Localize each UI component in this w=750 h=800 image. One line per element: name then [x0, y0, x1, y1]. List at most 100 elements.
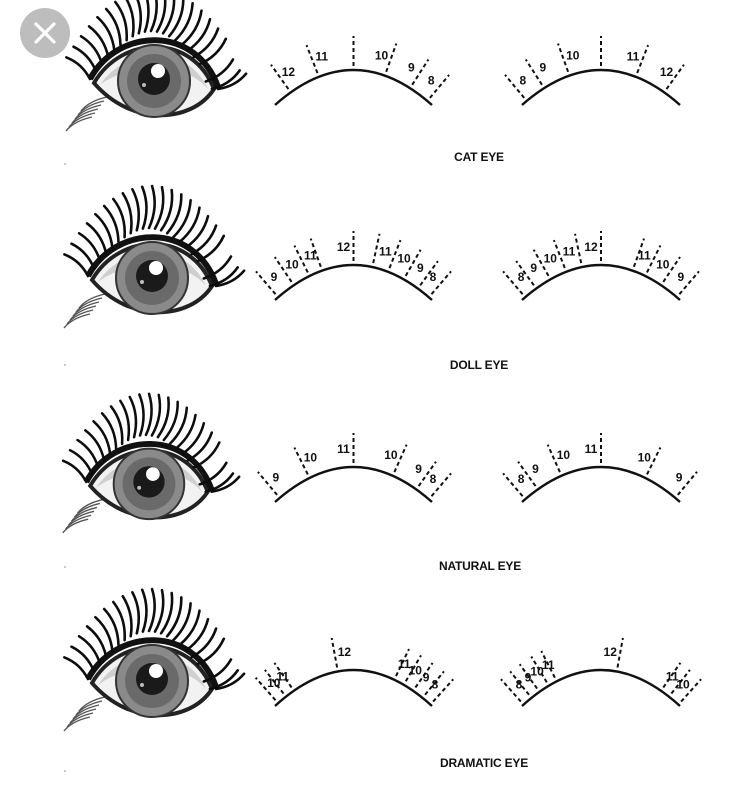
- label-dramatic-left-6: 10: [409, 663, 423, 677]
- lower-lash: [73, 502, 101, 518]
- upper-lash: [186, 431, 214, 462]
- upper-lash: [153, 185, 165, 230]
- close-button[interactable]: [20, 8, 70, 58]
- upper-lid: [83, 441, 215, 491]
- upper-lash: [159, 188, 174, 232]
- guide-dramatic-left-7: [424, 670, 445, 696]
- label-dramatic-right-2: 10: [530, 664, 544, 678]
- upper-lash: [61, 459, 88, 484]
- label-doll-right-9: 9: [678, 270, 685, 284]
- guide-natural-left-0: [257, 471, 278, 496]
- upper-lash: [178, 206, 201, 244]
- label-cat-right-2: 10: [566, 48, 580, 62]
- label-natural-left-0: 9: [272, 471, 279, 485]
- label-cat-right-1: 9: [540, 61, 547, 75]
- label-natural-right-2: 10: [557, 448, 571, 462]
- guide-natural-right-1: [517, 461, 537, 487]
- label-dramatic-right-8: 10: [676, 678, 690, 692]
- guide-natural-right-4: [646, 447, 662, 475]
- upper-lash: [174, 1, 194, 42]
- upper-lash: [190, 224, 218, 256]
- upper-lash: [128, 395, 138, 439]
- upper-lash: [63, 253, 90, 278]
- upper-lid: [87, 37, 221, 89]
- guide-dramatic-left-8: [432, 678, 454, 703]
- upper-lash: [94, 212, 114, 250]
- caption-cat-eye: CAT EYE: [454, 150, 504, 164]
- upper-lash: [150, 393, 162, 437]
- eye-illustration-0: [65, 0, 248, 132]
- upper-lash: [192, 27, 220, 59]
- upper-lash: [159, 591, 174, 635]
- upper-lash: [140, 185, 148, 230]
- upper-lash: [104, 7, 122, 47]
- upper-lash: [121, 595, 133, 638]
- upper-lash: [184, 617, 210, 653]
- lower-lash: [68, 510, 95, 526]
- eye-outline: [87, 448, 210, 520]
- guide-doll-right-0: [502, 270, 524, 295]
- highlight: [149, 261, 163, 275]
- upper-lash: [72, 45, 98, 73]
- upper-lash: [147, 587, 156, 633]
- guide-natural-left-1: [293, 447, 309, 475]
- pupil: [136, 663, 168, 695]
- caption-dramatic-eye: DRAMATIC EYE: [439, 756, 529, 770]
- lower-lash: [65, 514, 92, 530]
- upper-lash: [136, 0, 143, 35]
- lash-line-dramatic-left: [274, 668, 433, 707]
- upper-lash: [85, 222, 108, 256]
- upper-lash: [214, 269, 246, 288]
- label-doll-right-2: 10: [544, 252, 558, 266]
- guide-cat-right-5: [665, 64, 685, 90]
- label-doll-right-0: 8: [518, 270, 525, 284]
- lid-shadow: [100, 54, 208, 90]
- guide-dramatic-right-1: [509, 670, 530, 696]
- lash-line-doll-left: [274, 263, 433, 301]
- label-doll-left-6: 11: [379, 244, 392, 258]
- label-natural-right-5: 9: [676, 471, 683, 485]
- label-dramatic-right-0: 8: [516, 678, 523, 692]
- guide-doll-right-7: [646, 245, 662, 273]
- lower-lash: [74, 104, 102, 120]
- lower-lash: [68, 112, 96, 128]
- guide-natural-right-2: [546, 444, 561, 473]
- guide-natural-left-4: [417, 461, 437, 487]
- highlight-small: [142, 83, 146, 87]
- iris: [112, 447, 186, 521]
- label-dramatic-right-7: 11: [666, 669, 679, 683]
- caption-doll-eye: DOLL EYE: [449, 358, 509, 372]
- iris: [117, 44, 191, 118]
- upper-lash: [216, 72, 248, 91]
- label-doll-right-1: 9: [530, 261, 537, 275]
- guide-dramatic-right-5: [616, 637, 624, 668]
- label-dramatic-right-5: 12: [604, 645, 618, 659]
- upper-lash: [202, 255, 233, 280]
- upper-lash: [204, 472, 235, 493]
- lower-lash: [72, 301, 100, 317]
- upper-lash: [70, 645, 96, 673]
- guide-doll-left-6: [388, 239, 402, 269]
- upper-lash: [87, 25, 110, 59]
- guide-dramatic-left-1: [264, 669, 285, 695]
- upper-lash: [119, 399, 131, 442]
- guide-doll-left-8: [419, 260, 439, 286]
- lower-lash: [69, 305, 97, 321]
- guide-dramatic-right-7: [670, 669, 691, 695]
- highlight: [149, 664, 163, 678]
- guide-cat-left-3: [385, 43, 398, 73]
- upper-lash: [76, 438, 100, 469]
- lower-lash: [66, 309, 94, 325]
- lower-lash: [76, 498, 104, 514]
- upper-lash: [192, 441, 221, 469]
- label-doll-left-4: 12: [337, 240, 351, 254]
- lower-lash: [80, 96, 108, 112]
- upper-lash: [161, 0, 176, 35]
- lash-line-cat-left: [274, 68, 433, 106]
- upper-lash: [156, 396, 170, 439]
- upper-lash: [77, 635, 102, 666]
- guide-doll-right-3: [552, 239, 566, 269]
- upper-lash: [85, 625, 108, 659]
- guide-doll-left-5: [372, 233, 381, 264]
